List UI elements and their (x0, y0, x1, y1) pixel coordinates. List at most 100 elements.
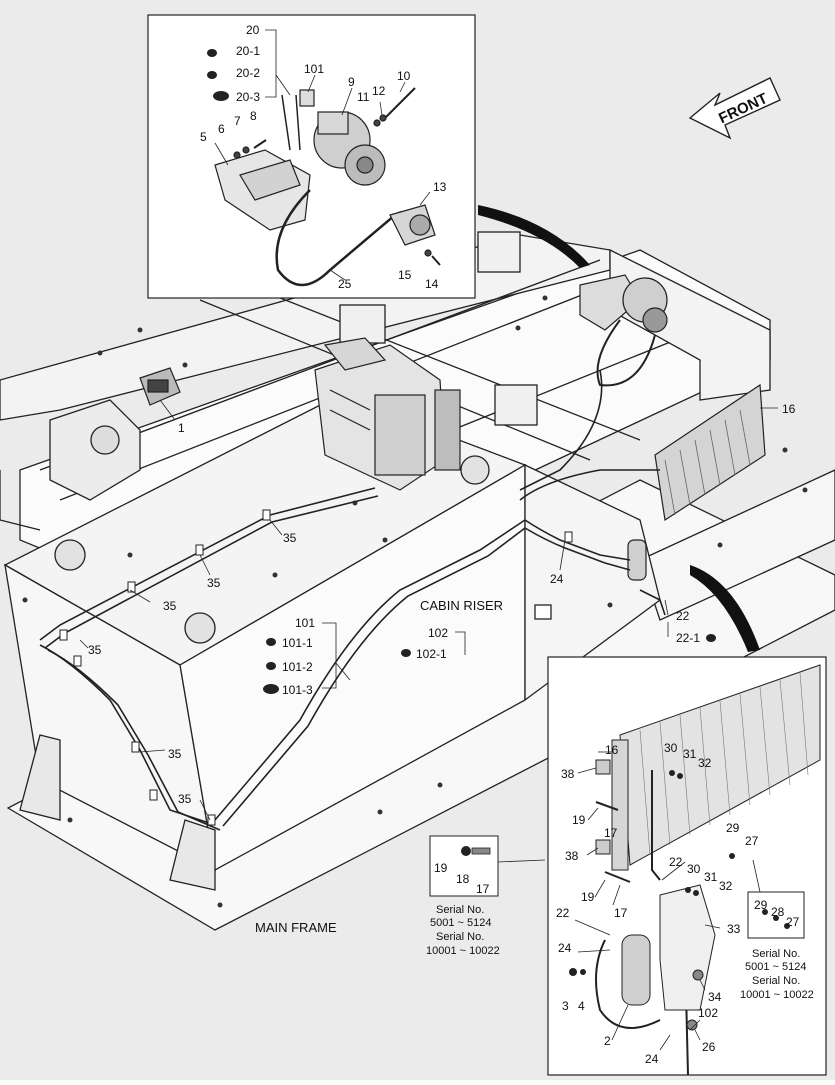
serial-box-left: 19 18 17 Serial No. 5001 ~ 5124 Serial N… (426, 835, 546, 957)
bottom-label-4: 4 (578, 999, 585, 1013)
top-label-10: 10 (397, 69, 411, 83)
bottom-label-22-b: 22 (556, 906, 570, 920)
hose-clamps (59, 509, 573, 826)
label-16: 16 (782, 402, 796, 416)
top-label-11: 11 (357, 90, 370, 104)
top-label-25: 25 (338, 277, 352, 291)
bottom-label-27: 27 (745, 834, 759, 848)
top-label-20-3: 20-3 (236, 90, 260, 104)
label-101-3: 101-3 (282, 683, 313, 697)
bottom-label-17-b: 17 (614, 906, 628, 920)
bottom-label-32-b: 32 (719, 879, 733, 893)
serial-left-18: 18 (456, 872, 470, 886)
serial-left-range-2: 10001 ~ 10022 (426, 945, 500, 957)
seal-101-1-icon (266, 638, 276, 646)
top-label-20-1: 20-1 (236, 44, 260, 58)
label-35-f: 35 (178, 792, 192, 806)
serial-right-title-1: Serial No. (752, 948, 800, 960)
top-label-6: 6 (218, 122, 225, 136)
ac-switch (139, 367, 181, 406)
serial-right-range-1: 5001 ~ 5124 (745, 961, 806, 973)
bottom-label-22-a: 22 (669, 855, 683, 869)
top-label-5: 5 (200, 130, 207, 144)
serial-left-title-2: Serial No. (436, 931, 484, 943)
callout-arrow-top (478, 205, 590, 268)
label-22-1: 22-1 (676, 631, 700, 645)
label-101: 101 (295, 616, 315, 630)
bottom-label-17-a: 17 (604, 826, 618, 840)
cabin-riser-label: CABIN RISER (420, 598, 503, 613)
bottom-label-32-a: 32 (698, 756, 712, 770)
cap-101-3-icon (263, 684, 279, 694)
bottom-label-19-a: 19 (572, 813, 586, 827)
ac-hoses (39, 369, 666, 831)
top-label-101: 101 (304, 62, 324, 76)
label-35-c: 35 (163, 599, 177, 613)
bottom-label-30-a: 30 (664, 741, 678, 755)
callout-arrow-bottom (690, 565, 760, 652)
compressor-installed (579, 274, 668, 387)
top-label-9: 9 (348, 75, 355, 89)
label-35-d: 35 (88, 643, 102, 657)
serial-right-27: 27 (786, 915, 800, 929)
bottom-label-102: 102 (698, 1006, 718, 1020)
bottom-label-2: 2 (604, 1034, 611, 1048)
label-101-2: 101-2 (282, 660, 313, 674)
bottom-inset: 16 38 30 31 32 19 17 38 29 27 22 30 31 3… (547, 656, 827, 1076)
hvac-unit (314, 337, 461, 491)
bottom-label-3: 3 (562, 999, 569, 1013)
top-label-20: 20 (246, 23, 260, 37)
bottom-label-16: 16 (605, 743, 619, 757)
top-label-12: 12 (372, 84, 386, 98)
bottom-label-33: 33 (727, 922, 741, 936)
label-35-e: 35 (168, 747, 182, 761)
label-35-b: 35 (207, 576, 221, 590)
top-label-15: 15 (398, 268, 412, 282)
top-label-8: 8 (250, 109, 257, 123)
bottom-label-24-a: 24 (558, 941, 572, 955)
bottom-label-30-b: 30 (687, 862, 701, 876)
serial-right-29: 29 (754, 898, 768, 912)
top-label-14: 14 (425, 277, 439, 291)
bottom-label-31-b: 31 (704, 870, 718, 884)
serial-left-range-1: 5001 ~ 5124 (430, 917, 491, 929)
serial-right-title-2: Serial No. (752, 975, 800, 987)
condenser-installed (627, 383, 766, 581)
serial-left-17: 17 (476, 882, 490, 896)
bottom-label-24-b: 24 (645, 1052, 659, 1066)
seal-101-2-icon (266, 662, 276, 670)
front-arrow: FRONT (688, 77, 781, 140)
main-frame-label: MAIN FRAME (255, 920, 337, 935)
bottom-label-19-b: 19 (581, 890, 595, 904)
serial-box-right: 29 28 27 Serial No. 5001 ~ 5124 Serial N… (740, 891, 814, 1001)
serial-left-title-1: Serial No. (436, 904, 484, 916)
label-24: 24 (550, 572, 564, 586)
seal-102-1-icon (401, 649, 411, 657)
label-1: 1 (178, 421, 185, 435)
bottom-label-29: 29 (726, 821, 740, 835)
top-label-7: 7 (234, 114, 241, 128)
bottom-inset-labels: 16 38 30 31 32 19 17 38 29 27 22 30 31 3… (556, 741, 759, 1066)
bottom-label-38-b: 38 (565, 849, 579, 863)
main-leader-lines (79, 399, 778, 821)
bottom-label-26: 26 (702, 1040, 716, 1054)
top-label-20-2: 20-2 (236, 66, 260, 80)
bottom-label-31-a: 31 (683, 747, 697, 761)
top-label-13: 13 (433, 180, 447, 194)
label-102-1: 102-1 (416, 647, 447, 661)
label-35-a: 35 (283, 531, 297, 545)
label-22: 22 (676, 609, 690, 623)
main-labels: CABIN RISER MAIN FRAME 1 16 24 22 22-1 1… (88, 402, 796, 935)
label-101-1: 101-1 (282, 636, 313, 650)
serial-right-28: 28 (771, 905, 785, 919)
serial-right-range-2: 10001 ~ 10022 (740, 989, 814, 1001)
serial-left-19: 19 (434, 861, 448, 875)
bottom-label-38-a: 38 (561, 767, 575, 781)
seal-22-1-icon (706, 634, 716, 642)
bottom-label-34: 34 (708, 990, 722, 1004)
label-102: 102 (428, 626, 448, 640)
